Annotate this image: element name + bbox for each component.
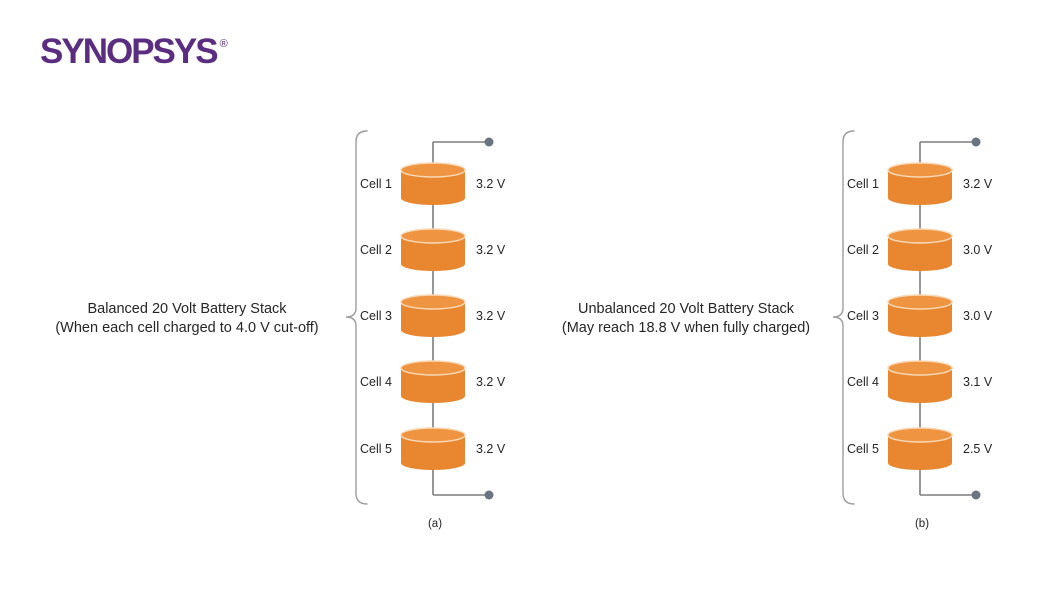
synopsys-logo: SYNOPSYS® [40,32,228,72]
battery-cell-cylinder [887,228,953,271]
cell-label: Cell 1 [360,177,392,191]
battery-cell-cylinder [400,294,466,337]
curly-brace-b [832,130,855,505]
cell-voltage: 3.2 V [476,442,506,456]
figure-caption-b: (b) [914,518,930,530]
cell-label: Cell 3 [847,309,879,323]
cell-label: Cell 4 [360,375,392,389]
stack-b-graphics [832,130,981,505]
battery-cell-cylinder [887,427,953,470]
cell-voltage: 3.2 V [963,177,993,191]
battery-cell-cylinder [400,360,466,403]
battery-cell-cylinder [400,162,466,205]
cell-voltage: 3.1 V [963,375,993,389]
registered-trademark-symbol: ® [219,38,228,50]
battery-cell-cylinder [887,360,953,403]
bottom-terminal-dot-b [971,490,981,500]
battery-cell-cylinder [400,228,466,271]
battery-cell-cylinder [887,294,953,337]
battery-cell-cylinder [887,162,953,205]
battery-cell-cylinder [400,427,466,470]
stack-a-graphics [345,130,494,505]
stack-a-title-line2: (When each cell charged to 4.0 V cut-off… [55,320,319,336]
top-terminal-dot-b [971,137,981,147]
cell-label: Cell 1 [847,177,879,191]
cell-label: Cell 3 [360,309,392,323]
synopsys-wordmark: SYNOPSYS [40,32,219,71]
stack-b-title: Unbalanced 20 Volt Battery Stack (May re… [519,300,853,338]
stack-b-title-line1: Unbalanced 20 Volt Battery Stack [577,301,795,317]
cell-label: Cell 2 [847,243,879,257]
cell-voltage: 3.2 V [476,375,506,389]
cell-label: Cell 4 [847,375,879,389]
cell-voltage: 3.2 V [476,177,506,191]
cell-label: Cell 5 [847,442,879,456]
stack-a-title: Balanced 20 Volt Battery Stack (When eac… [20,300,354,338]
cell-voltage: 3.0 V [963,309,993,323]
cell-label: Cell 5 [360,442,392,456]
curly-brace-a [345,130,368,505]
stack-a-title-line1: Balanced 20 Volt Battery Stack [87,301,287,317]
stack-b-title-line2: (May reach 18.8 V when fully charged) [561,320,811,336]
cell-voltage: 3.2 V [476,243,506,257]
cell-label: Cell 2 [360,243,392,257]
bottom-terminal-dot-a [484,490,494,500]
cell-voltage: 3.0 V [963,243,993,257]
top-terminal-dot-a [484,137,494,147]
cell-voltage: 3.2 V [476,309,506,323]
figure-caption-a: (a) [427,518,443,530]
cell-voltage: 2.5 V [963,442,993,456]
